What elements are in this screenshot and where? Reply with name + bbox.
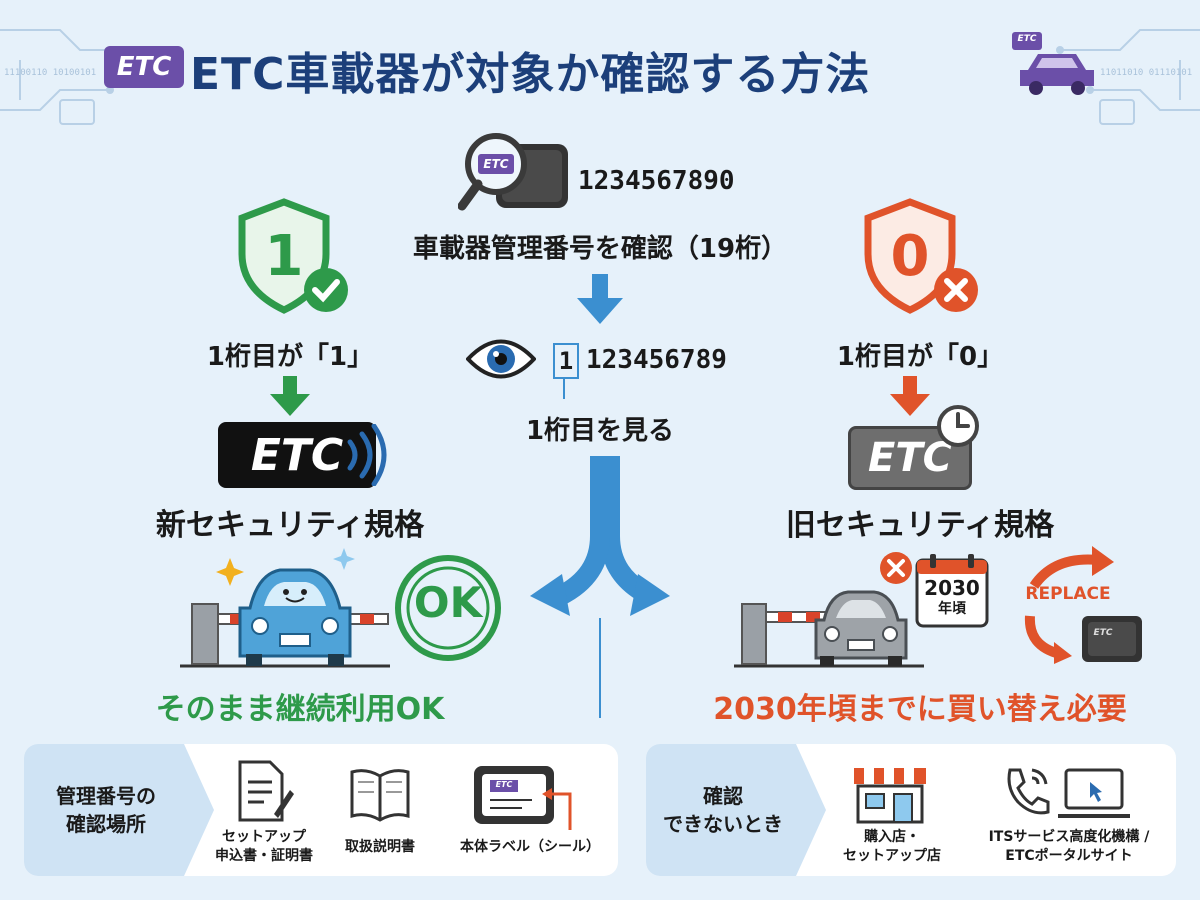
store-icon — [854, 768, 926, 824]
location-item-application-line1: セットアップ — [222, 829, 306, 845]
manual-book-icon — [350, 769, 410, 822]
signal-waves-icon — [347, 424, 387, 486]
binary-decoration-right: 11011010 01110101 — [1100, 68, 1193, 78]
toll-gate-blue-car-illustration — [180, 548, 390, 668]
location-item-application: セットアップ 申込書・証明書 — [194, 828, 334, 866]
old-security-standard: 旧セキュリティ規格 — [785, 508, 1055, 543]
cross-icon — [880, 552, 912, 584]
split-arrow — [530, 456, 670, 718]
calendar-sub: 年頃 — [938, 601, 966, 617]
cannot-confirm-heading-line1: 確認 — [703, 784, 743, 808]
remaining-digits: 123456789 — [586, 345, 727, 375]
shield-cross-icon — [864, 198, 978, 314]
application-form-icon — [238, 760, 294, 822]
car-icon: ETC — [1010, 30, 1100, 100]
right-condition: 1桁目が「0」 — [836, 342, 1004, 372]
location-heading-line2: 確認場所 — [66, 812, 146, 836]
location-panel-heading: 管理番号の 確認場所 — [24, 744, 214, 876]
arrow-down-1 — [577, 274, 623, 324]
arrow-down-green — [270, 376, 310, 416]
step1-label: 車載器管理番号を確認（19桁） — [412, 234, 788, 264]
eye-icon — [466, 339, 536, 379]
replace-device-badge: ETC — [1093, 628, 1113, 638]
location-heading-line1: 管理番号の — [56, 784, 156, 808]
management-number-location-panel: 管理番号の 確認場所 セットアップ 申込書・証明書 取扱説明書 ETC 本体ラベ… — [24, 744, 618, 876]
location-item-manual: 取扱説明書 — [345, 839, 415, 855]
contact-item-store: 購入店・ セットアップ店 — [822, 828, 962, 866]
contact-item-store-line2: セットアップ店 — [843, 847, 941, 864]
shield-digit-0: 0 — [890, 224, 930, 289]
toll-gate-gray-car-illustration — [734, 590, 924, 668]
shield-check-icon — [238, 198, 348, 314]
magnifier-card-icon: ETC — [457, 130, 578, 220]
shield-digit-1: 1 — [264, 224, 304, 289]
contact-item-store-line1: 購入店・ — [864, 829, 920, 845]
etc-new-logo: ETC — [218, 422, 376, 488]
replace-cycle-icon — [1024, 546, 1142, 664]
replace-label: REPLACE — [1025, 584, 1111, 604]
arrow-down-orange — [890, 376, 930, 416]
cannot-confirm-heading-line2: できないとき — [663, 812, 783, 836]
device-label-etc-badge: ETC — [495, 780, 513, 789]
step2-label: 1桁目を見る — [525, 416, 675, 446]
binary-decoration-left: 11100110 10100101 — [4, 68, 97, 78]
contact-item-its-line2: ETCポータルサイト — [1005, 847, 1133, 864]
right-result: 2030年頃までに買い替え必要 — [713, 692, 1127, 727]
contact-item-its-portal: ITSサービス高度化機構 / ETCポータルサイト — [974, 828, 1164, 866]
first-digit-pointer — [563, 379, 565, 399]
first-digit-highlight: 1 — [553, 343, 579, 379]
cannot-confirm-panel: 確認 できないとき 購入店・ セットアップ店 ITSサービス高度化機構 / ET… — [646, 744, 1176, 876]
calendar-icon — [915, 554, 989, 628]
left-condition: 1桁目が「1」 — [206, 342, 374, 372]
calendar-year: 2030 — [924, 576, 980, 600]
ok-stamp-text: OK — [413, 578, 483, 627]
laptop-icon — [1058, 768, 1130, 818]
page-title: ETC車載器が対象か確認する方法 — [190, 49, 871, 100]
cannot-confirm-heading: 確認 できないとき — [646, 744, 826, 876]
location-item-device-label: 本体ラベル（シール） — [460, 839, 600, 855]
circuit-background — [0, 29, 1200, 125]
device-label-icon — [474, 766, 572, 830]
card-etc-badge: ETC — [483, 157, 509, 171]
sample-management-number: 1234567890 — [578, 166, 735, 196]
contact-item-its-line1: ITSサービス高度化機構 / — [988, 829, 1150, 845]
new-security-standard: 新セキュリティ規格 — [155, 508, 425, 543]
car-etc-badge: ETC — [1017, 34, 1037, 44]
location-item-application-line2: 申込書・証明書 — [215, 847, 313, 864]
clock-icon — [937, 405, 979, 447]
etc-logo-badge: ETC — [104, 46, 184, 88]
phone-icon — [1007, 768, 1050, 815]
left-result: そのまま継続利用OK — [155, 692, 445, 727]
ok-stamp-icon — [395, 555, 501, 661]
